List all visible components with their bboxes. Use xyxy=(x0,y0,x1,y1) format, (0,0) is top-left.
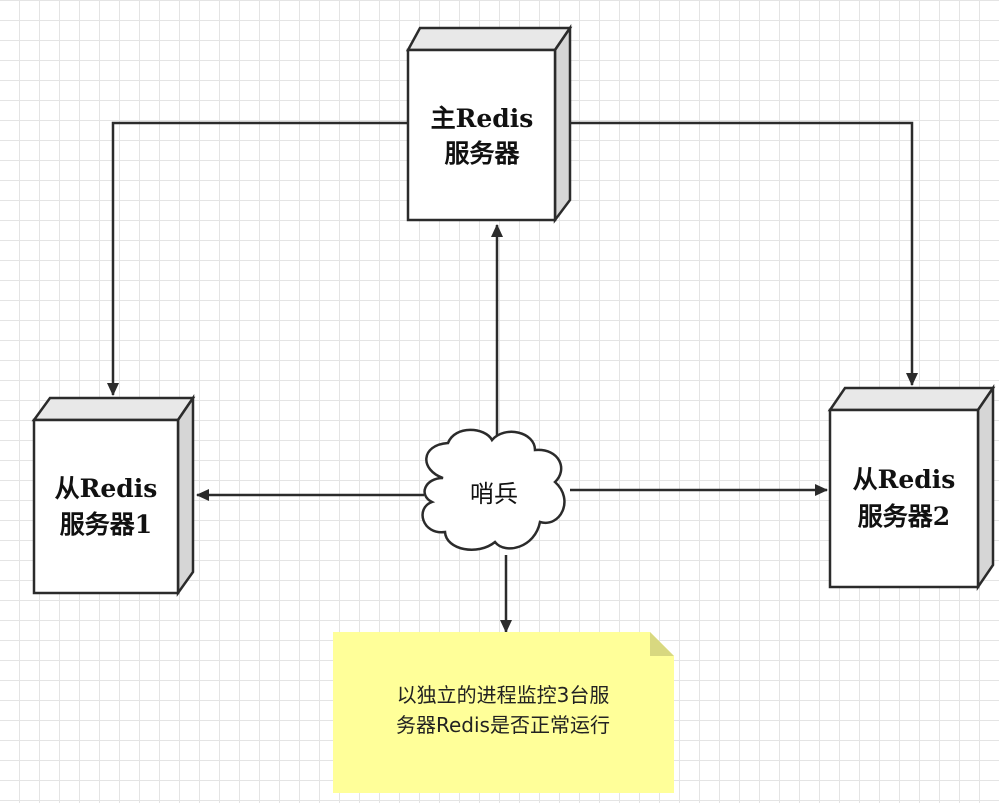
master-server-node[interactable]: 主Redis 服务器 xyxy=(405,23,573,224)
slave1-label-line2: 服务器1 xyxy=(60,510,152,539)
slave-server-1-node[interactable]: 从Redis 服务器1 xyxy=(31,393,196,597)
slave-server-2-node[interactable]: 从Redis 服务器2 xyxy=(827,383,996,592)
slave2-label-line1: 从Redis xyxy=(853,465,956,494)
cloud-shape xyxy=(421,428,566,551)
edge-master-to-slave2 xyxy=(570,121,918,386)
note-line2: 务器Redis是否正常运行 xyxy=(396,713,610,737)
slave2-label-line2: 服务器2 xyxy=(858,502,950,531)
slave1-label-line1: 从Redis xyxy=(55,474,158,503)
sentinel-label: 哨兵 xyxy=(470,480,518,508)
master-label-line2: 服务器 xyxy=(444,139,520,168)
master-label-line1: 主Redis xyxy=(431,104,534,133)
sentinel-node[interactable]: 哨兵 xyxy=(421,428,566,551)
edge-master-to-slave1 xyxy=(107,121,408,396)
note-line1: 以独立的进程监控3台服 xyxy=(397,683,610,707)
monitor-note: 以独立的进程监控3台服 务器Redis是否正常运行 xyxy=(333,632,674,793)
